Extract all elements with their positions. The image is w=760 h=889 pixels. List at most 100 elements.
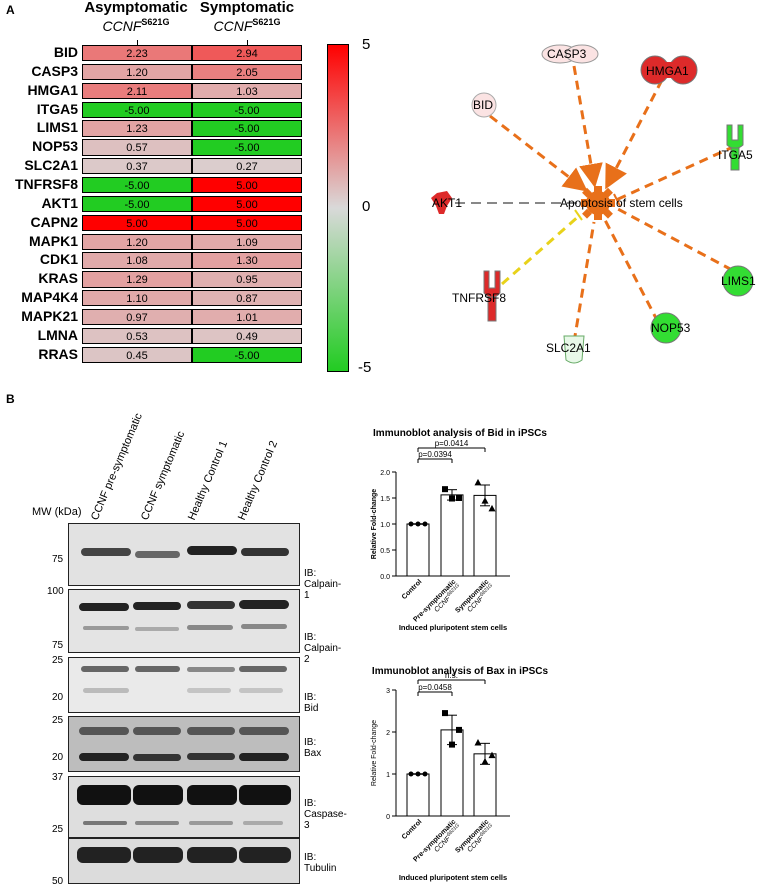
heatmap-cell: 1.01 xyxy=(192,308,302,326)
band xyxy=(239,847,291,863)
data-point xyxy=(488,504,496,512)
casp3-label: CASP3 xyxy=(547,47,587,61)
nop53-node[interactable] xyxy=(650,312,682,344)
bid-node[interactable] xyxy=(471,92,497,118)
band xyxy=(187,785,237,805)
band xyxy=(239,666,287,672)
data-point xyxy=(481,497,489,504)
edge-slc2a1 xyxy=(572,221,596,343)
ib-bax: IB: Bax xyxy=(304,737,322,759)
band xyxy=(133,602,181,610)
heatmap-cell: 2.11 xyxy=(82,82,192,100)
apoptosis-node[interactable] xyxy=(581,186,615,220)
band xyxy=(187,847,237,863)
mw-calpain2-0: 100 xyxy=(47,586,64,597)
band xyxy=(187,727,235,735)
heatmap-col2-header: Symptomatic CCNFS621G xyxy=(191,0,303,34)
band xyxy=(135,821,179,825)
heatmap-cell: 1.09 xyxy=(192,233,302,250)
slc2a1-node[interactable] xyxy=(563,335,585,364)
band xyxy=(239,753,289,761)
heatmap-col2-gene: CCNF xyxy=(213,18,253,34)
data-point xyxy=(488,751,496,759)
chart-title: Immunoblot analysis of Bid in iPSCs xyxy=(373,428,547,439)
band xyxy=(187,667,235,672)
heatmap-cell: 2.94 xyxy=(192,45,302,62)
scale-tick-min: -5 xyxy=(358,359,372,376)
itga5-node[interactable] xyxy=(726,124,744,149)
heatmap-cell: 5.00 xyxy=(192,214,302,232)
heatmap-col-tick xyxy=(137,40,138,45)
network-edges xyxy=(489,65,736,343)
tnfrsf8-node[interactable] xyxy=(483,270,501,298)
bid-label: BID xyxy=(473,98,493,112)
mw-bax-1: 20 xyxy=(52,752,64,763)
heatmap-cell: 1.30 xyxy=(192,252,302,269)
band xyxy=(77,847,131,863)
heatmap-cell: 0.95 xyxy=(192,271,302,288)
heatmap-gene-label: MAP4K4 xyxy=(21,289,78,306)
x-axis-label: Induced pluripotent stem cells xyxy=(399,623,507,632)
band xyxy=(187,688,231,693)
heatmap-cell: 0.27 xyxy=(192,158,302,175)
y-tick-label: 2 xyxy=(386,730,390,737)
tnfrsf8-label: TNFRSF8 xyxy=(452,291,506,305)
heatmap-cell: 1.29 xyxy=(82,271,192,288)
bar xyxy=(406,523,430,577)
slc2a1-label: SLC2A1 xyxy=(546,341,591,355)
inhibit-bar-itga5 xyxy=(613,193,621,207)
edge-itga5 xyxy=(615,144,736,202)
heatmap-cell: 0.53 xyxy=(82,327,192,345)
mw-bid-1: 20 xyxy=(52,692,64,703)
scale-tick-max: 5 xyxy=(362,36,371,53)
nop53-label: NOP53 xyxy=(651,321,691,335)
akt1-node[interactable] xyxy=(431,191,452,214)
heatmap-cell: -5.00 xyxy=(82,101,192,118)
band xyxy=(133,727,181,735)
band xyxy=(189,821,233,825)
heatmap-gene-label: NOP53 xyxy=(32,138,78,155)
p-value-label: p=0.0458 xyxy=(418,683,452,692)
band xyxy=(79,753,129,761)
heatmap-cell: 5.00 xyxy=(192,176,302,194)
y-axis-label: Relative Fold-change xyxy=(371,720,378,786)
lims1-node[interactable] xyxy=(722,265,754,297)
heatmap-cell: 1.10 xyxy=(82,290,192,307)
band xyxy=(187,601,235,609)
heatmap-cell: 5.00 xyxy=(192,195,302,213)
lane-label-4: Healthy Control 2 xyxy=(235,439,281,522)
hmga1-node[interactable] xyxy=(640,55,698,85)
band xyxy=(239,688,283,693)
heatmap-cell: 5.00 xyxy=(82,214,192,232)
heatmap-gene-label: BID xyxy=(53,44,78,60)
blot-bid xyxy=(68,657,300,713)
lane-label-2: CCNF symptomatic xyxy=(138,429,188,522)
heatmap-gene-label: CDK1 xyxy=(39,251,78,268)
blot-calpain1 xyxy=(68,523,300,586)
band xyxy=(187,753,235,760)
heatmap-cell: -5.00 xyxy=(82,176,192,194)
blot-calpain2 xyxy=(68,589,300,653)
casp3-node[interactable] xyxy=(541,44,599,64)
p-value-label: p=0.0414 xyxy=(435,439,469,448)
mw-caspase3-0: 37 xyxy=(52,772,64,783)
band xyxy=(239,785,291,805)
tnfrsf8-stem xyxy=(487,296,497,322)
heatmap-gene-label: HMGA1 xyxy=(27,81,78,98)
ib-caspase3: IB: Caspase-3 xyxy=(304,798,347,831)
band xyxy=(79,603,129,611)
data-point xyxy=(449,495,455,502)
data-point xyxy=(474,739,482,746)
itga5-label: ITGA5 xyxy=(718,148,753,162)
mw-calpain1-0: 75 xyxy=(52,554,64,565)
edge-hmga1 xyxy=(605,79,664,190)
chart-title: Immunoblot analysis of Bax in iPSCs xyxy=(372,666,549,677)
heatmap-color-scale xyxy=(327,44,349,372)
heatmap-cell: 0.45 xyxy=(82,346,192,363)
bax-bar-chart: Immunoblot analysis of Bax in iPSCs0123R… xyxy=(371,666,549,882)
ib-calpain1: IB: Calpain-1 xyxy=(304,568,342,601)
x-axis-label: Induced pluripotent stem cells xyxy=(399,873,507,882)
heatmap-cell: -5.00 xyxy=(192,346,302,363)
x-tick-label: Control xyxy=(401,818,424,841)
